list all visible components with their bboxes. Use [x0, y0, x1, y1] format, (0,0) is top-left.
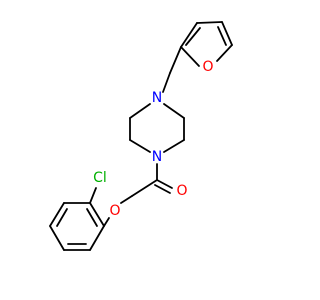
bond	[49, 225, 65, 251]
bond	[131, 179, 158, 197]
bond	[221, 21, 233, 46]
bond	[49, 202, 65, 227]
carbonyl-oxygen-label: O	[176, 183, 187, 199]
bond	[89, 187, 97, 204]
piperazine-nitrogen-bottom-label: N	[152, 149, 162, 165]
piperazine-ring	[129, 103, 185, 153]
bond	[129, 139, 151, 153]
bond	[103, 217, 110, 227]
bond	[180, 22, 198, 48]
bond	[216, 44, 233, 62]
bond	[169, 46, 182, 74]
bond	[129, 103, 151, 119]
bond	[162, 72, 171, 93]
bond	[180, 46, 200, 67]
molecule-structure: O N N O O Cl	[49, 21, 233, 251]
chlorine-label: Cl	[93, 170, 107, 186]
piperazine-nitrogen-top-label: N	[152, 90, 162, 106]
bond	[89, 225, 105, 251]
ether-oxygen-label: O	[109, 203, 120, 219]
bond	[120, 195, 133, 204]
bond	[156, 179, 173, 189]
bond	[154, 184, 171, 194]
bond	[89, 202, 105, 227]
bond	[56, 208, 68, 227]
furan-oxygen-label: O	[202, 59, 213, 75]
bond	[217, 26, 227, 46]
bond	[196, 21, 223, 24]
furan-ring	[180, 21, 233, 67]
benzene-ring	[49, 202, 105, 251]
bond	[163, 103, 185, 119]
bond	[86, 208, 98, 227]
bond	[185, 27, 201, 46]
bond	[163, 139, 185, 153]
